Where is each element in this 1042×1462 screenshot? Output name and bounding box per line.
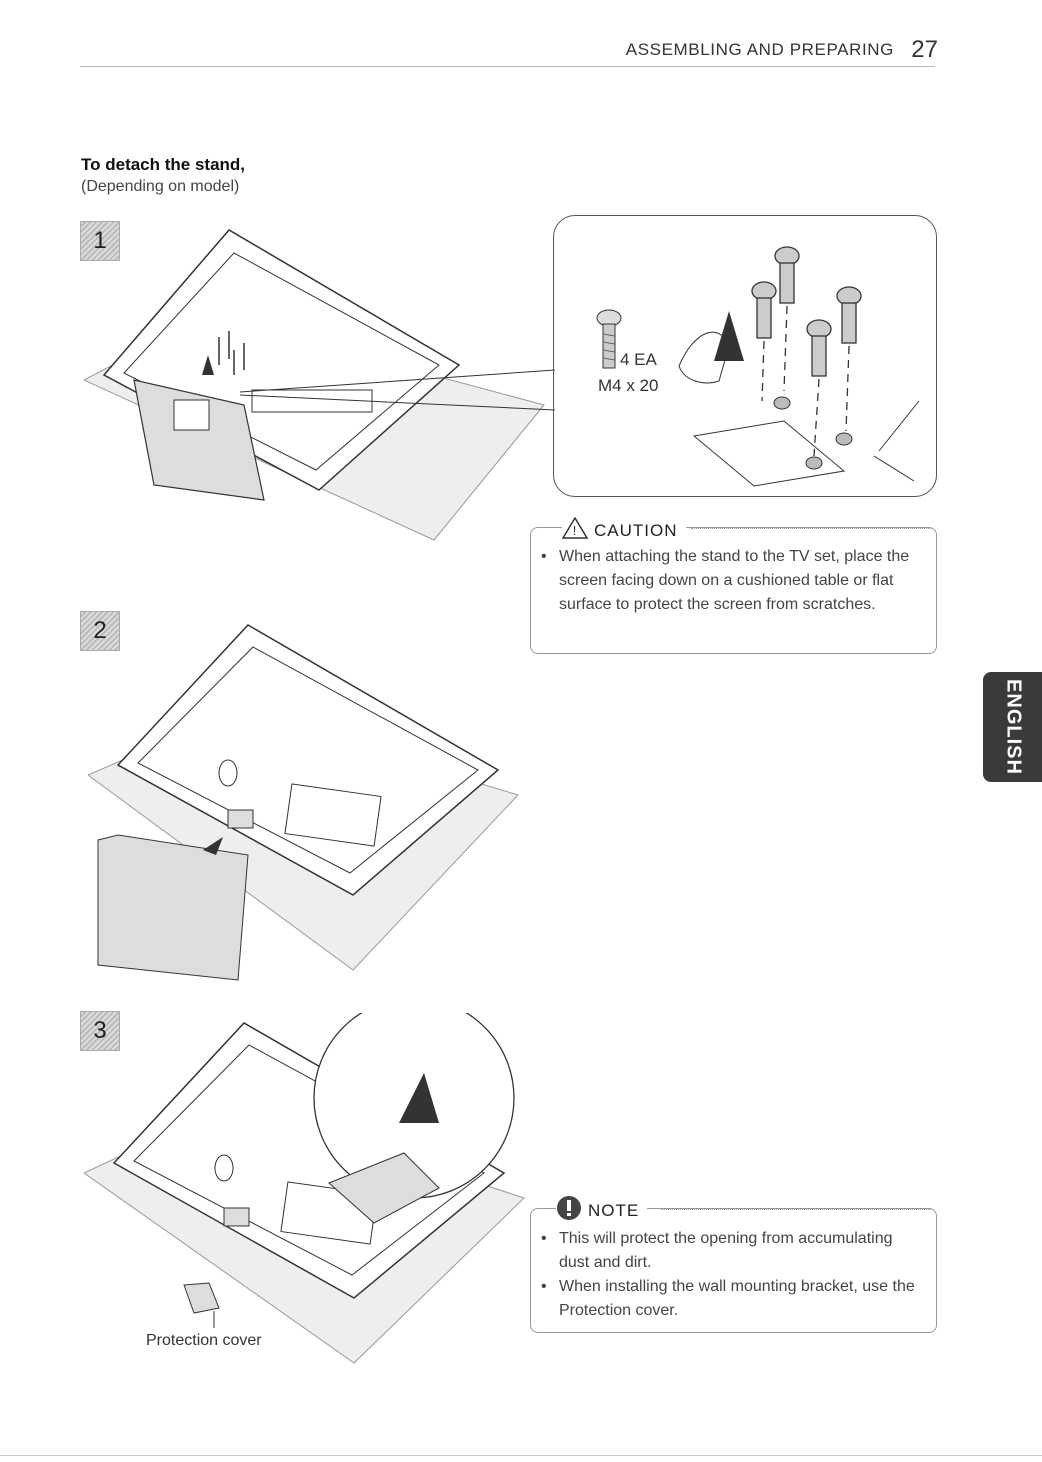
note-item: When installing the wall mounting bracke… (531, 1275, 921, 1323)
caution-label: CAUTION (594, 521, 678, 540)
page-subtitle: (Depending on model) (81, 178, 240, 195)
step-3-badge: 3 (80, 1011, 120, 1051)
header-rule (80, 66, 935, 67)
step-1-illustration (84, 229, 545, 541)
screw-callout: 4 EA M4 x 20 (553, 215, 937, 497)
bottom-rule (0, 1455, 1042, 1456)
protection-cover-label: Protection cover (146, 1332, 262, 1349)
note-item: This will protect the opening from accum… (531, 1227, 921, 1275)
svg-text:!: ! (573, 523, 578, 538)
caution-item: When attaching the stand to the TV set, … (531, 545, 921, 617)
note-label: NOTE (588, 1201, 640, 1220)
callout-pointer (240, 369, 556, 411)
screw-size: M4 x 20 (598, 376, 659, 395)
section-title: ASSEMBLING AND PREPARING (625, 40, 894, 59)
screw-count: 4 EA (620, 350, 657, 369)
step-1-badge: 1 (80, 221, 120, 261)
note-heading: NOTE (556, 1195, 648, 1221)
step-2-badge: 2 (80, 611, 120, 651)
screw-removal-illustration (678, 246, 920, 487)
caution-box: When attaching the stand to the TV set, … (530, 527, 937, 654)
step-3-illustration (84, 1013, 525, 1364)
screw-icon (596, 309, 622, 369)
page-title: To detach the stand, (81, 155, 246, 174)
note-icon (557, 1196, 581, 1220)
warning-icon: ! (561, 516, 589, 539)
language-tab: ENGLISH (983, 672, 1042, 782)
page-number: 27 (911, 36, 938, 63)
step-2-illustration (88, 624, 519, 981)
note-box: This will protect the opening from accum… (530, 1208, 937, 1333)
language-tab-label: ENGLISH (1002, 679, 1024, 775)
caution-heading: ! CAUTION (561, 516, 686, 541)
